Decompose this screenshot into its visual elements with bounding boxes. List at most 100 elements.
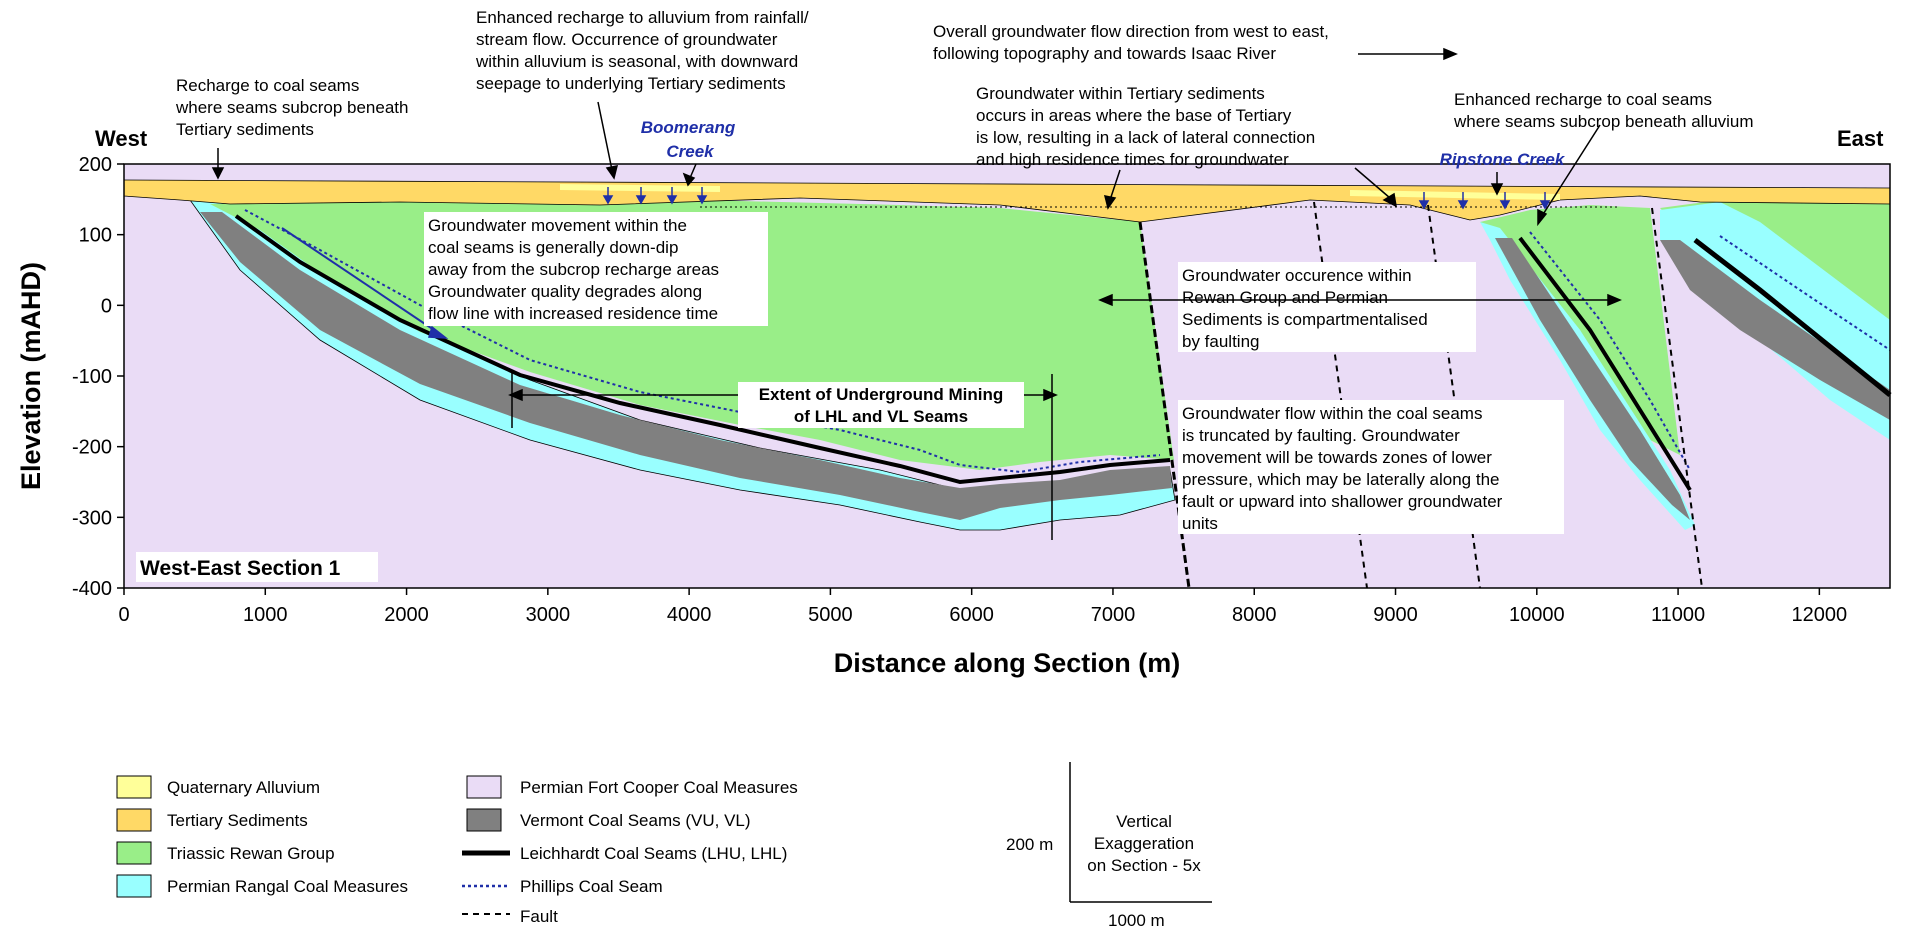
annotation-line: Extent of Underground Mining [759,385,1004,404]
legend-label: Permian Fort Cooper Coal Measures [520,778,798,797]
y-tick-label: -400 [72,578,112,600]
annotation-recharge-tertiary: Recharge to coal seams where seams subcr… [175,76,408,139]
legend-label: Triassic Rewan Group [167,844,335,863]
x-tick-label: 2000 [384,604,429,626]
annotation-line: by faulting [1182,332,1260,351]
x-tick-label: 12000 [1792,604,1848,626]
scale-bar: 200 m 1000 m Vertical Exaggeration on Se… [1006,762,1212,928]
east-label: East [1837,126,1884,151]
leader-arrows [211,47,1622,540]
coal-movement-box [424,212,768,326]
fault-4 [1651,207,1703,589]
vermont-seam-east-1 [1495,238,1690,520]
alluvium-layer [560,184,1560,200]
x-tick-label: 8000 [1232,604,1277,626]
legend-label: Leichhardt Coal Seams (LHU, LHL) [520,844,787,863]
annotation-mining-extent: Extent of Underground Mining of LHL and … [759,385,1004,426]
annotation-line: of LHL and VL Seams [794,407,968,426]
annotation-line: where seams subcrop beneath [175,98,408,117]
annotation-line: stream flow. Occurrence of groundwater [476,30,778,49]
annotation-alluvium-recharge: Enhanced recharge to alluvium from rainf… [475,8,809,93]
x-tick-label: 7000 [1091,604,1136,626]
annotation-line: Groundwater within Tertiary sediments [976,84,1265,103]
boomerang-creek-label-2: Creek [666,142,715,161]
annotation-line: following topography and towards Isaac R… [933,44,1276,63]
legend-swatch-rewan [116,841,152,865]
scale-horizontal-label: 1000 m [1108,911,1165,928]
legend-label: Fault [520,907,558,926]
mining-extent-box [738,382,1024,428]
annotation-line: seepage to underlying Tertiary sediments [476,74,786,93]
annotation-tertiary-groundwater: Groundwater within Tertiary sediments oc… [976,84,1315,169]
y-tick-label: 200 [79,154,112,176]
legend-label: Tertiary Sediments [167,811,308,830]
y-tick-label: 0 [101,295,112,317]
plot-area [123,163,1892,589]
legend-label: Phillips Coal Seam [520,877,663,896]
legend-swatch-quaternary [116,775,152,799]
y-tick-label: 100 [79,225,112,247]
annotation-line: fault or upward into shallower groundwat… [1182,492,1503,511]
legend-swatch-fort-cooper [466,775,502,799]
boomerang-creek-label-1: Boomerang [641,118,736,137]
x-tick-label: 10000 [1509,604,1565,626]
y-axis-title: Elevation (mAHD) [16,262,46,490]
vermont-seam-west [200,212,1172,520]
annotation-line: flow line with increased residence time [428,304,718,323]
annotation-line: units [1182,514,1218,533]
x-tick-label: 4000 [667,604,712,626]
annotation-line: occurs in areas where the base of Tertia… [976,106,1292,125]
x-axis-title: Distance along Section (m) [834,648,1181,678]
legend-swatch-tertiary [116,808,152,832]
y-tick-label: -200 [72,437,112,459]
annotation-coal-movement: Groundwater movement within the coal sea… [428,216,719,323]
y-tick-label: -100 [72,366,112,388]
annotation-line: coal seams is generally down-dip [428,238,678,257]
annotation-line: where seams subcrop beneath alluvium [1453,112,1754,131]
leichhardt-seam-east-2 [1693,238,1892,397]
annotation-line: and high residence times for groundwater [976,150,1289,169]
scale-vertical-label: 200 m [1006,835,1053,854]
x-tick-label: 3000 [526,604,571,626]
annotation-fault-flow: Groundwater flow within the coal seams i… [1182,404,1503,533]
x-tick-label: 9000 [1373,604,1418,626]
annotation-line: Groundwater occurence within [1182,266,1412,285]
legend-label: Permian Rangal Coal Measures [167,877,408,896]
annotation-line: Rewan Group and Permian [1182,288,1388,307]
annotation-line: Groundwater movement within the [428,216,687,235]
x-tick-label: 0 [118,604,129,626]
vermont-seam-east-2 [1660,240,1890,420]
legend-label: Vermont Coal Seams (VU, VL) [520,811,751,830]
legend-swatch-vermont [466,808,502,832]
annotation-line: Enhanced recharge to coal seams [1454,90,1712,109]
west-label: West [95,126,148,151]
tertiary-layer [123,179,1891,223]
annotation-line: Recharge to coal seams [176,76,359,95]
x-tick-label: 1000 [243,604,288,626]
annotation-compartment: Groundwater occurence within Rewan Group… [1182,266,1428,351]
x-tick-label: 11000 [1651,604,1705,626]
ripstone-creek-label: Ripstone Creek [1440,150,1566,169]
seepage-arrows [281,187,1551,339]
annotation-line: within alluvium is seasonal, with downwa… [475,52,798,71]
annotation-recharge-alluvium: Enhanced recharge to coal seams where se… [1453,90,1754,131]
annotation-line: Groundwater quality degrades along [428,282,702,301]
legend-label: Quaternary Alluvium [167,778,320,797]
annotation-line: Groundwater flow within the coal seams [1182,404,1482,423]
annotation-line: Enhanced recharge to alluvium from rainf… [476,8,809,27]
annotation-line: pressure, which may be laterally along t… [1182,470,1500,489]
annotation-line: is low, resulting in a lack of lateral c… [976,128,1315,147]
legend-swatch-rangal [116,874,152,898]
annotation-line: Sediments is compartmentalised [1182,310,1428,329]
annotation-line: Tertiary sediments [176,120,314,139]
compartment-box [1178,262,1476,352]
annotation-line: movement will be towards zones of lower [1182,448,1492,467]
annotation-overall-flow: Overall groundwater flow direction from … [933,22,1329,63]
scale-note-line: Exaggeration [1094,834,1194,853]
leichhardt-seam-west [234,214,1171,485]
annotation-line: is truncated by faulting. Groundwater [1182,426,1460,445]
legend: Quaternary Alluvium Tertiary Sediments T… [116,775,798,926]
scale-note-line: on Section - 5x [1087,856,1201,875]
